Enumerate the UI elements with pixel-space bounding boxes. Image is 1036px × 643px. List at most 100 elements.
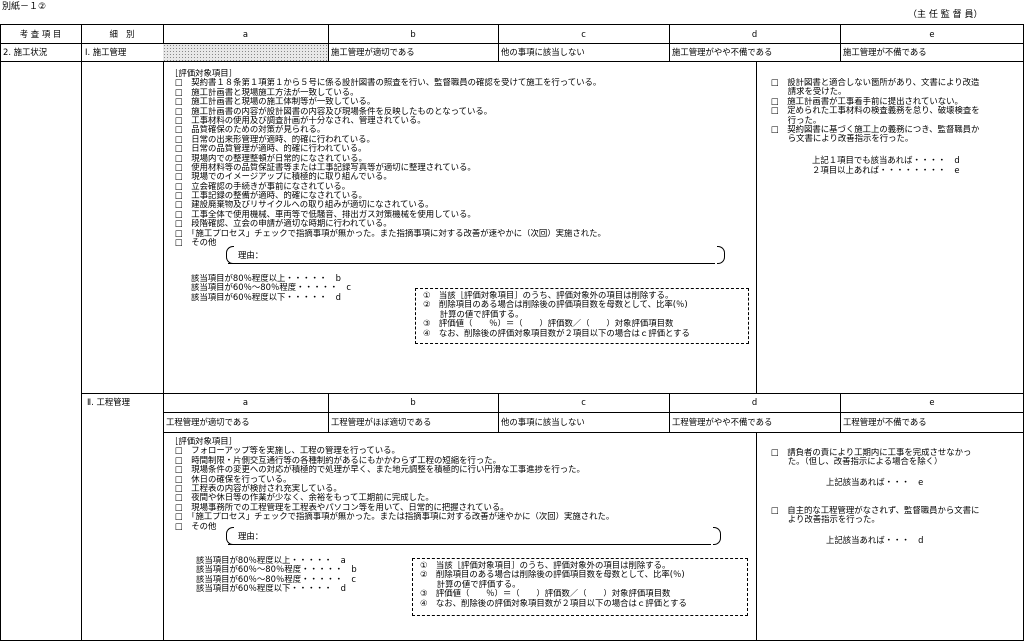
check-item: □ 現場事務所での工程管理を工程表やパソコン等を用いて、日常的に把握されている。 <box>175 502 509 512</box>
grade-e-text: 施工管理が不備である <box>843 47 927 57</box>
ratio-line: 該当項目が60％程度以下・・・・・ d <box>191 292 341 302</box>
deduction-list-construction: □ 設計図書と適合しない箇所があり、文書により改造 請求を受けた。 □ 施工計画… <box>771 78 980 144</box>
grid-line <box>840 24 841 61</box>
eval-title: ［評価対象項目］ <box>170 69 237 78</box>
header-grade-b: b <box>410 29 416 39</box>
check-item: □ 日常の品質管理が適時、的確に行われている。 <box>175 144 367 154</box>
check-item: □ 施工計画書の内容が設計図書の内容及び現場条件を反映したものとなっている。 <box>175 106 493 116</box>
header-grade-e: e <box>929 29 935 39</box>
grid-line <box>756 61 757 393</box>
check-item: □ 品質確保のための対策が見られる。 <box>175 125 326 135</box>
deduction-line: □ 契約図書に基づく施工上の義務につき、監督職員か <box>771 124 980 134</box>
note-line: 計算の値で評価する。 <box>420 579 521 589</box>
header-grade-a: a <box>242 29 249 39</box>
deduction-line: た。（但し、改善指示による場合を除く） <box>771 457 943 467</box>
deduction-line: 行った。 <box>771 115 822 125</box>
eval-list-schedule: ［評価対象項目］ □ フォローアップ等を実施し、工程の管理を行っている。 □ 時… <box>170 437 614 531</box>
grade-e-text: 工程管理が不備である <box>843 417 927 427</box>
notes-box-construction: ① 当該［評価対象項目］のうち、評価対象外の項目は削除する。 ② 削除項目のある… <box>415 288 749 344</box>
deduction-result-d: 上記１項目でも該当あれば・・・・ d <box>812 155 960 165</box>
deduction-check-2: □ 自主的な工程管理がなされず、監督職員から文書に より改善指示を行った。 <box>771 506 979 525</box>
evaluation-table <box>0 24 1024 641</box>
role-label: （主 任 監 督 員） <box>908 10 983 20</box>
deduction-line: □ 施工計画書が工事着手前に提出されていない。 <box>771 96 963 106</box>
grade-b-text: 施工管理が適切である <box>331 47 415 57</box>
eval-list-construction: ［評価対象項目］ □ 契約書１８条第１項第１から５号に係る設計図書の照査を行い、… <box>170 69 606 247</box>
grade-e-header: e <box>929 397 935 407</box>
section-title-schedule: Ⅱ. 工程管理 <box>87 397 130 407</box>
check-item: □ 建設廃棄物及びリサイクルへの取り組みが適切になされている。 <box>175 200 434 210</box>
grid-line <box>163 412 1024 413</box>
grid-line <box>756 432 757 641</box>
check-item: □ 日常の出来形管理が適時、的確に行われている。 <box>175 134 375 144</box>
grade-d-text: 工程管理がやや不備である <box>672 417 773 427</box>
reason-field-construction[interactable]: 理由： <box>226 246 725 264</box>
grade-a-header: a <box>242 397 249 407</box>
check-item: □ 立会確認の手続きが事前になされている。 <box>175 181 351 191</box>
grade-c-text: 他の事項に該当しない <box>501 47 585 57</box>
bracket-left <box>226 527 234 545</box>
check-item: □ 「施工プロセス」チェックで指摘事項が無かった。また指摘事項に対する改善が速や… <box>175 228 606 238</box>
deduction-line: 請求を受けた。 <box>771 87 847 97</box>
grade-d-text: 施工管理がやや不備である <box>672 47 773 57</box>
check-item: □ その他 <box>175 521 217 531</box>
grid-line <box>81 393 1024 394</box>
note-line: ① 当該［評価対象項目］のうち、評価対象外の項目は削除する。 <box>423 291 674 300</box>
ratio-line: 該当項目が80％程度以上・・・・・ b <box>191 274 341 283</box>
grade-a-shaded-cell <box>163 44 328 61</box>
ratio-list-construction: 該当項目が80％程度以上・・・・・ b 該当項目が60％～80％程度・・・・・ … <box>191 274 351 302</box>
deduction-check-1: □ 請負者の責により工期内に工事を完成させなかっ た。（但し、改善指示による場合… <box>771 448 971 467</box>
grid-line <box>163 24 164 641</box>
check-item: □ 現場条件の変更への対応が積極的で処理が早く、また地元調整を積極的に行い円滑な… <box>175 465 585 475</box>
ratio-line: 該当項目が60％～80％程度・・・・・ b <box>196 565 357 575</box>
bracket-left <box>226 246 234 264</box>
reason-label: 理由： <box>238 531 264 541</box>
check-item: □ 工事記録の整備が適時、的確になされている。 <box>175 191 367 201</box>
grid-line <box>669 393 670 432</box>
deduction-line: □ 自主的な工程管理がなされず、監督職員から文書に <box>771 506 980 515</box>
check-item: □ 夜間や休日等の作業が少なく、余裕をもって工期前に完成した。 <box>175 493 434 503</box>
deduction-result-d: 上記該当あれば・・・ d <box>826 535 924 545</box>
check-item: □ 施工計画書と現場施工方法が一致している。 <box>175 87 359 97</box>
check-item: □ 「施工プロセス」チェックで指摘事項が無かった。または指摘事項に対する改善が速… <box>175 512 615 522</box>
deduction-line: より改善指示を行った。 <box>771 515 880 525</box>
header-grade-d: d <box>751 29 758 39</box>
note-line: ② 削除項目のある場合は削除後の評価項目数を母数として、比率(％) <box>420 570 685 580</box>
grade-d-header: d <box>751 397 758 407</box>
grid-line <box>0 61 1024 62</box>
header-detail: 細 別 <box>109 29 135 39</box>
check-item: □ 現場内での整理整頓が日常的になされている。 <box>175 153 367 163</box>
grid-line <box>328 24 329 61</box>
note-line: ④ なお、削除後の評価対象項目数が２項目以下の場合はｃ評価とする <box>420 598 687 608</box>
deduction-line: □ 請負者の責により工期内に工事を完成させなかっ <box>771 448 972 457</box>
note-line: ② 削除項目のある場合は削除後の評価項目数を母数として、比率(％) <box>423 300 688 310</box>
ratio-list-schedule: 該当項目が80％程度以上・・・・・ a 該当項目が60％～80％程度・・・・・ … <box>196 556 357 594</box>
ratio-line: 該当項目が60％～80％程度・・・・・ c <box>191 283 351 293</box>
grade-c-header: c <box>581 397 586 407</box>
check-item: □ フォローアップ等を実施し、工程の管理を行っている。 <box>175 446 400 456</box>
deduction-result-e: ２項目以上あれば・・・・・・・・ e <box>812 165 960 175</box>
note-line: ③ 評価値（ ％）＝（ ）評価数／（ ）対象評価項目数 <box>420 589 671 599</box>
deduction-line: ら文書により改善指示を行った。 <box>771 134 914 144</box>
check-item: □ 工程表の内容が検討され充実している。 <box>175 483 342 493</box>
reason-field-schedule[interactable]: 理由： <box>226 527 721 545</box>
grid-line <box>498 24 499 61</box>
check-item: □ 休日の確保を行っている。 <box>175 474 292 484</box>
grid-line <box>81 24 82 641</box>
grid-line <box>498 393 499 432</box>
header-grade-c: c <box>581 29 586 39</box>
grade-c-text: 他の事項に該当しない <box>501 417 585 427</box>
ratio-line: 該当項目が80％程度以上・・・・・ a <box>196 556 346 565</box>
check-item: □ 工事材料の使用及び調査計画が十分なされ、管理されている。 <box>175 115 426 125</box>
reason-label: 理由： <box>238 250 264 260</box>
check-item: □ 施工計画書と現場の施工体制等が一致している。 <box>175 97 376 107</box>
grid-line <box>840 393 841 432</box>
grid-line <box>669 24 670 61</box>
check-item: □ 段階確認、立会の申請が適切な時期に行われている。 <box>175 219 392 229</box>
check-item: □ その他 <box>175 238 217 248</box>
note-line: ④ なお、削除後の評価対象項目数が２項目以下の場合はｃ評価とする <box>423 328 690 338</box>
check-item: □ 時間制限・片側交互通行等の各種制約があるにもかかわらず工程の短縮を行った。 <box>175 455 501 465</box>
note-line: ① 当該［評価対象項目］のうち、評価対象外の項目は削除する。 <box>420 561 671 570</box>
check-item: □ 工事全体で使用機械、車両等で低騒音、排出ガス対策機械を使用している。 <box>175 209 476 219</box>
ratio-line: 該当項目が60％程度以下・・・・・ d <box>196 584 346 594</box>
